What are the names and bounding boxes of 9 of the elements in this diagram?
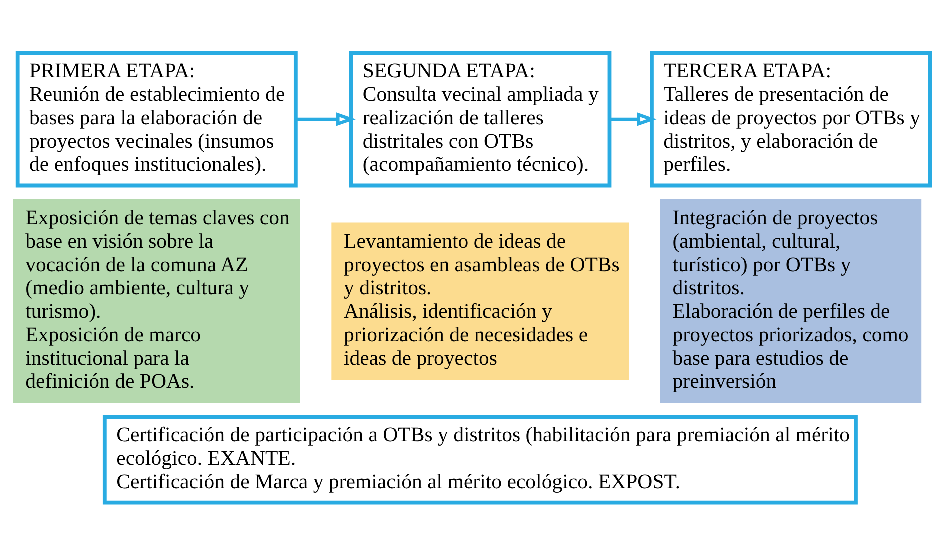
node-box: TERCERA ETAPA: Talleres de presentación de ideas de proyectos por OTBs y distritos, y elaboración de perfiles.: [650, 51, 932, 188]
node-box: PRIMERA ETAPA: Reunión de establecimiento de bases para la elaboración de proyectos vecinales (insumos de enfoques institucionales).: [16, 51, 298, 188]
node-box: Integración de proyectos (ambiental, cultural, turístico) por OTBs y distritos. Elaboración de perfiles de proyectos priorizados, como base para estudios de preinversión: [660, 199, 922, 404]
node-box: Certificación de participación a OTBs y distritos (habilitación para premiación al mérito ecológico. EXANTE. Certificación de Marca y premiación al mérito ecológico. EXPOST.: [102, 415, 858, 505]
node-box: SEGUNDA ETAPA: Consulta vecinal ampliada y realización de talleres distritales con OTBs (acompañamiento técnico).: [349, 51, 612, 188]
node-box: Exposición de temas claves con base en visión sobre la vocación de la comuna AZ (medio ambiente, cultura y turismo). Exposición de marco institucional para la definición de POAs.: [13, 199, 300, 404]
arrow: [610, 112, 657, 126]
arrow: [296, 112, 356, 126]
node-box: Levantamiento de ideas de proyectos en asambleas de OTBs y distritos. Análisis, identificación y priorización de necesidades e ideas de proyectos: [332, 222, 630, 380]
